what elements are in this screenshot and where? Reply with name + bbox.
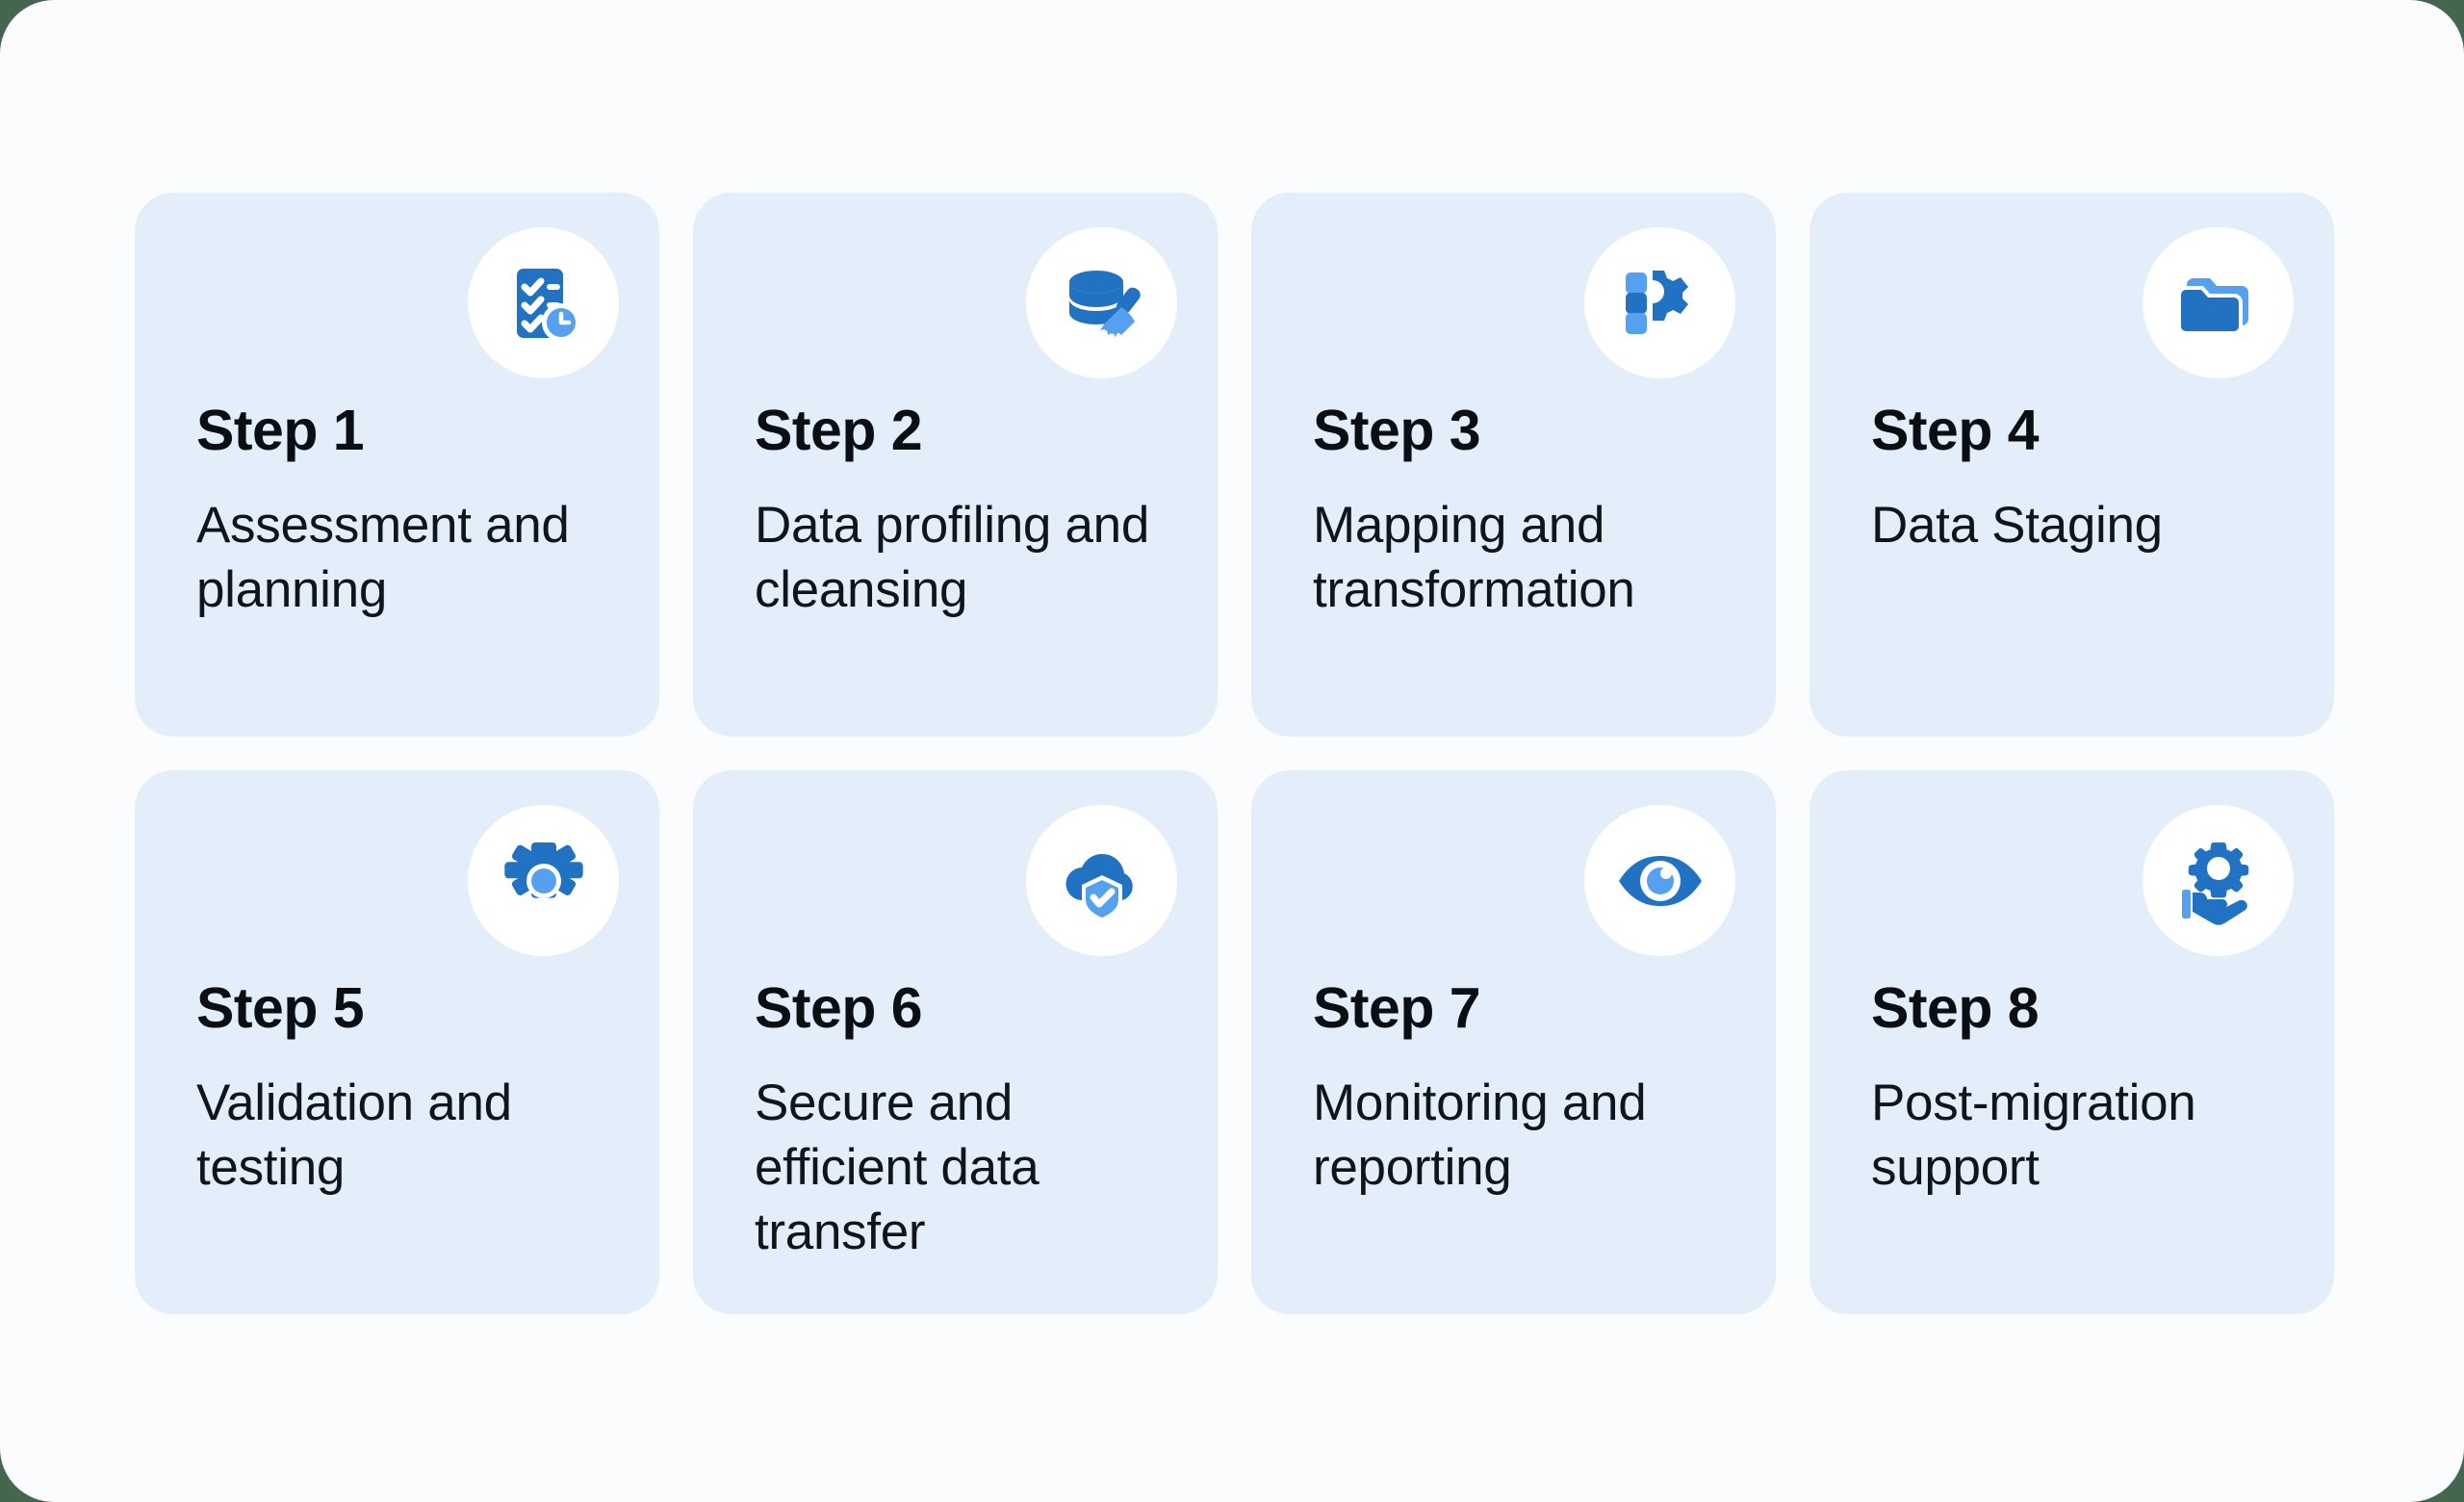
step-description: Secure and efficient data transfer: [755, 1075, 1040, 1260]
step-title: Step 3: [1313, 399, 1481, 462]
step-card-5[interactable]: Step 5 Validation and testing: [135, 770, 659, 1314]
step-card-4[interactable]: Step 4 Data Staging: [1810, 193, 2334, 737]
step-card-1[interactable]: Step 1 Assessment and planning: [135, 193, 659, 737]
step-card-6-text: Step 6 Secure and efficient data transfe…: [755, 980, 1169, 1264]
step-card-2[interactable]: Step 2 Data profiling and cleansing: [693, 193, 1218, 737]
step-card-8-text: Step 8 Post-migration support: [1871, 980, 2286, 1201]
step-description: Data profiling and cleansing: [755, 497, 1150, 618]
step-description: Validation and testing: [196, 1075, 512, 1196]
gear-icon: [468, 805, 619, 956]
step-card-8[interactable]: Step 8 Post-migration support: [1810, 770, 2334, 1314]
step-description: Data Staging: [1871, 497, 2163, 554]
folders-icon: [2143, 227, 2294, 378]
step-card-6[interactable]: Step 6 Secure and efficient data transfe…: [693, 770, 1218, 1314]
step-description: Post-migration support: [1871, 1075, 2196, 1196]
step-title: Step 8: [1871, 976, 2040, 1040]
step-title: Step 5: [196, 976, 365, 1040]
blocks-gear-icon: [1584, 227, 1735, 378]
step-title: Step 2: [755, 399, 923, 462]
cloud-shield-check-icon: [1026, 805, 1177, 956]
step-card-4-text: Step 4 Data Staging: [1871, 402, 2286, 558]
steps-grid: Step 1 Assessment and planning Step 2 Da…: [135, 193, 2334, 1314]
step-card-3[interactable]: Step 3 Mapping and transformation: [1251, 193, 1776, 737]
step-card-1-text: Step 1 Assessment and planning: [196, 402, 611, 623]
step-card-5-text: Step 5 Validation and testing: [196, 980, 611, 1201]
step-card-7[interactable]: Step 7 Monitoring and reporting: [1251, 770, 1776, 1314]
step-card-3-text: Step 3 Mapping and transformation: [1313, 402, 1728, 623]
step-description: Mapping and transformation: [1313, 497, 1635, 618]
eye-icon: [1584, 805, 1735, 956]
step-title: Step 7: [1313, 976, 1481, 1040]
step-card-2-text: Step 2 Data profiling and cleansing: [755, 402, 1169, 623]
step-title: Step 4: [1871, 399, 2040, 462]
database-brush-icon: [1026, 227, 1177, 378]
checklist-clock-icon: [468, 227, 619, 378]
step-title: Step 1: [196, 399, 365, 462]
step-description: Assessment and planning: [196, 497, 570, 618]
step-title: Step 6: [755, 976, 923, 1040]
hand-gear-icon: [2143, 805, 2294, 956]
step-description: Monitoring and reporting: [1313, 1075, 1647, 1196]
step-card-7-text: Step 7 Monitoring and reporting: [1313, 980, 1728, 1201]
